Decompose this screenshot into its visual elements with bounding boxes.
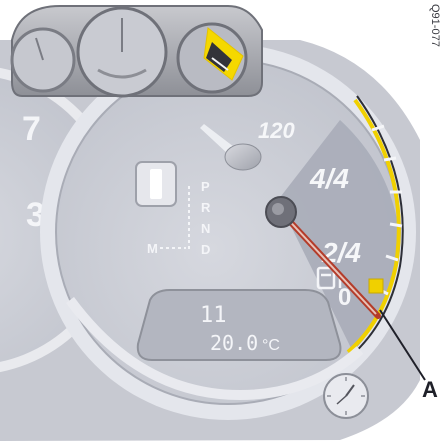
callout-label: A <box>422 377 438 402</box>
figure-code: Q91-077 <box>429 4 441 47</box>
scale-label: 4/4 <box>309 163 349 194</box>
needle-hub-cap <box>272 203 284 215</box>
warning-light <box>369 279 383 293</box>
gear-position: N <box>201 221 210 236</box>
gear-position: D <box>201 242 210 257</box>
lcd-top-readout: 11 <box>200 303 227 328</box>
gear-position: R <box>201 200 211 215</box>
scale-label: 120 <box>258 118 295 143</box>
manual-mode-label: M <box>147 241 158 256</box>
speedometer-number: 7 <box>22 110 41 148</box>
inset-cluster <box>12 6 262 96</box>
gear-box-inner <box>150 169 162 199</box>
secondary-needle-hub <box>225 144 261 170</box>
lcd-temperature-unit: °C <box>262 337 280 354</box>
lcd-temperature: 20.0 <box>210 331 258 355</box>
gear-position: P <box>201 179 210 194</box>
